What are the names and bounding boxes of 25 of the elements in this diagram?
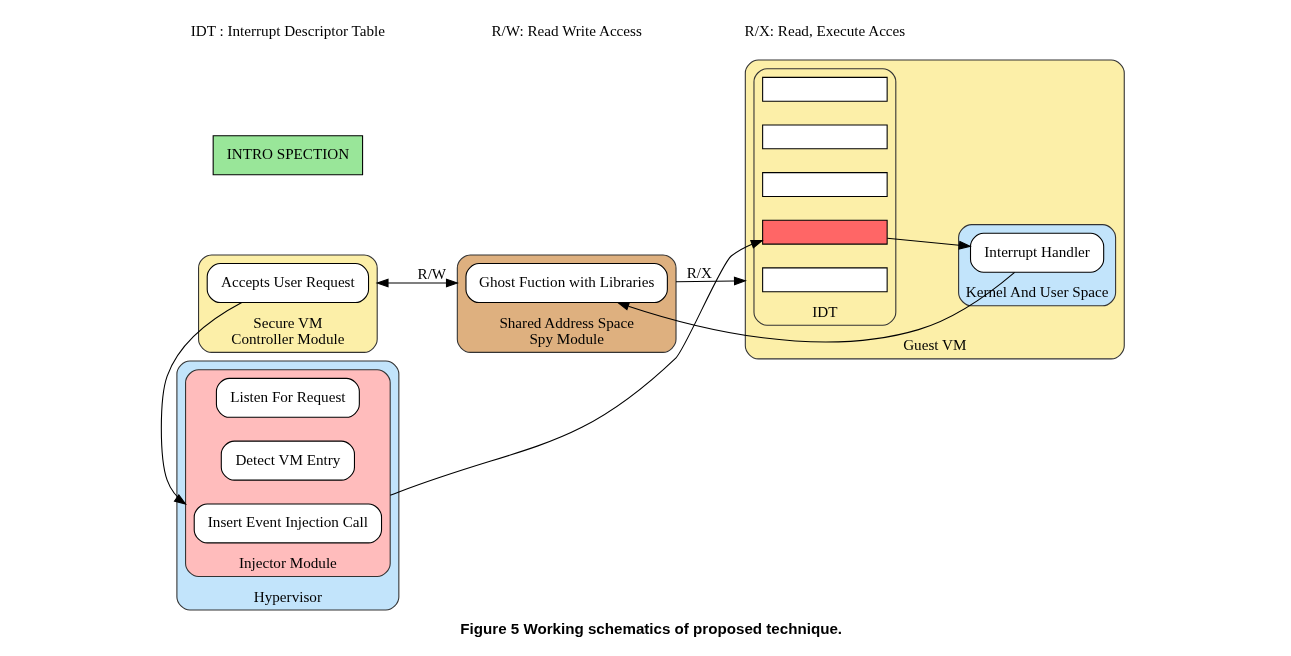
arrow [675, 276, 747, 286]
node-box: Detect VM Entry [220, 440, 355, 481]
arrow [375, 278, 459, 288]
cluster: IDT [753, 68, 897, 326]
node-bar [762, 219, 888, 245]
caption: Figure 5 Working schematics of proposed technique. [460, 620, 843, 638]
label: R/X: Read, Execute Acces [744, 21, 906, 39]
edge-label: R/X [686, 263, 712, 281]
arrow [160, 302, 243, 506]
node-bar [762, 124, 888, 150]
node-bar [762, 267, 888, 293]
arrow [616, 271, 1016, 343]
edge-label: R/W [417, 264, 447, 282]
node-box: Listen For Request [215, 377, 360, 418]
arrow [389, 239, 764, 496]
label: IDT : Interrupt Descriptor Table [190, 21, 386, 39]
node-bar [762, 172, 888, 197]
node-box: Interrupt Handler [969, 232, 1105, 273]
node-box: INTRO SPECTION [212, 135, 364, 176]
node-box: Insert Event Injection Call [193, 503, 383, 544]
node-bar [762, 76, 888, 102]
node-box: Ghost Fuction with Libraries [465, 263, 668, 304]
node-box: Accepts User Request [206, 263, 370, 304]
arrow [886, 237, 972, 250]
label: R/W: Read Write Access [491, 21, 642, 39]
